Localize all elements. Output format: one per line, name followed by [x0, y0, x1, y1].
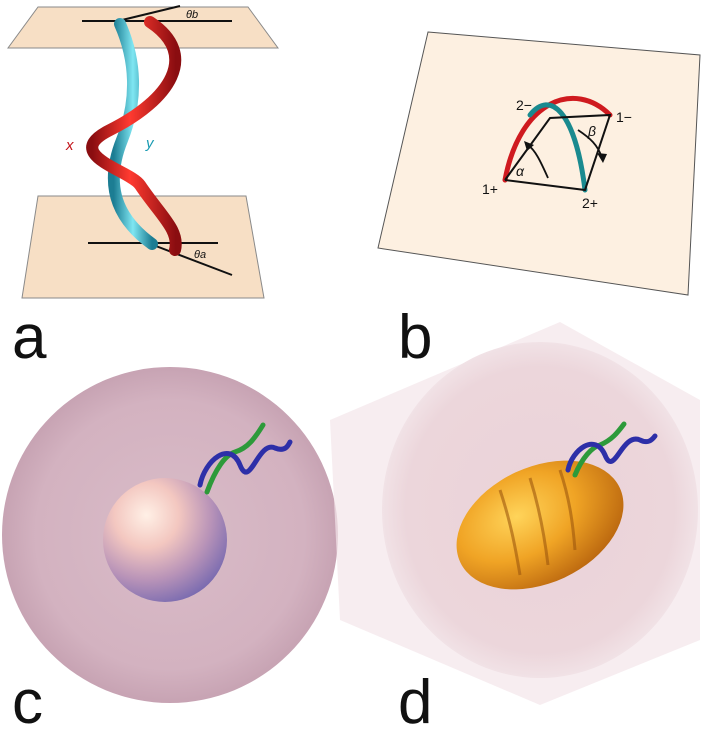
top-plane [7, 6, 279, 49]
panel-c [2, 367, 338, 703]
bottom-plane [21, 195, 265, 299]
core-groove-3 [558, 469, 577, 551]
point-2-minus: 2− [516, 97, 532, 113]
strand-x-label: x [65, 137, 74, 154]
strand-y-tube [107, 18, 158, 250]
plane-b [377, 31, 701, 296]
panel-b: α β 2− 1− 1+ 2+ [377, 31, 701, 296]
helix-green-c [204, 422, 266, 495]
point-1-plus: 1+ [482, 181, 498, 197]
beta-label: β [587, 123, 596, 139]
theta-a-label: θa [194, 249, 206, 261]
theta-b-label: θb [186, 9, 198, 21]
strand-x-tube [86, 16, 182, 256]
point-2-plus: 2+ [582, 195, 598, 211]
panel-d [330, 322, 700, 705]
alpha-label: α [516, 163, 525, 179]
top-angle-line [117, 5, 181, 22]
strand-y-label: y [145, 135, 155, 152]
quadrilateral-edges [504, 113, 612, 192]
beta-arrowhead [597, 153, 607, 163]
panel-label-d: d [398, 668, 433, 737]
panel-label-a: a [12, 303, 47, 372]
alpha-arrowhead [524, 141, 534, 151]
core-body [456, 460, 624, 590]
panel-a: θb θa x y [7, 5, 279, 299]
point-1-minus: 1− [616, 109, 632, 125]
core-groove-2 [528, 477, 550, 566]
helix-blue-c [197, 439, 293, 488]
helix-blue-d [565, 433, 658, 473]
panel-label-b: b [398, 303, 433, 372]
core-groove-1 [498, 489, 522, 576]
inner-ball [103, 478, 227, 602]
arc-teal [527, 102, 588, 193]
bottom-angle-line [147, 242, 233, 276]
panel-label-c: c [12, 668, 43, 737]
